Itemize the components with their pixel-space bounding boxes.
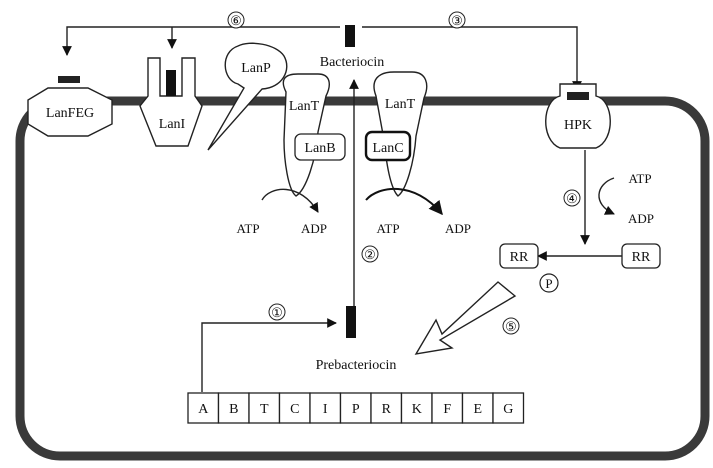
step-5-label: ⑤ — [505, 319, 517, 334]
step-6-label: ⑥ — [230, 13, 242, 28]
gene-label: B — [229, 402, 238, 417]
gene-label: K — [412, 402, 422, 417]
atp-right-label: ATP — [376, 221, 399, 236]
rr-left-label: RR — [510, 250, 529, 265]
prebacteriocin-peptide-icon — [346, 306, 356, 338]
hpk-label: HPK — [564, 118, 592, 133]
adp-left-label: ADP — [301, 221, 327, 236]
step-3-label: ③ — [451, 13, 463, 28]
adp-right-label: ADP — [445, 221, 471, 236]
step-1-label: ① — [271, 305, 283, 320]
adp-hpk-label: ADP — [628, 211, 654, 226]
atp-adp-arrow-left — [262, 189, 318, 212]
prebacteriocin-label: Prebacteriocin — [316, 358, 397, 373]
atp-hpk-label: ATP — [628, 171, 651, 186]
gene-label: C — [290, 402, 299, 417]
atp-left-label: ATP — [236, 221, 259, 236]
bacteriocin-peptide-icon — [345, 25, 355, 47]
lant-right-label: LanT — [385, 97, 416, 112]
gene-label: I — [323, 402, 328, 417]
gene-label: T — [260, 402, 269, 417]
lanfeg-bound-peptide-icon — [58, 76, 80, 83]
gene-label: R — [382, 402, 392, 417]
lanc-label: LanC — [372, 141, 403, 156]
gene-label: A — [198, 402, 209, 417]
lanb-label: LanB — [304, 141, 335, 156]
lanp-label: LanP — [241, 61, 271, 76]
step-2-label: ② — [364, 247, 376, 262]
phosphate-label: P — [545, 276, 552, 291]
hpk-bound-peptide-icon — [567, 92, 589, 100]
lanfeg-label: LanFEG — [46, 106, 94, 121]
bacteriocin-label: Bacteriocin — [320, 55, 385, 70]
atp-adp-arrow-hpk — [599, 178, 614, 214]
step-4-label: ④ — [566, 191, 578, 206]
atp-adp-arrow-right — [366, 189, 442, 214]
gene-label: G — [503, 402, 513, 417]
lani-bound-peptide-icon — [166, 70, 176, 96]
gene-label: P — [352, 402, 360, 417]
gene-label: E — [473, 402, 482, 417]
lani-label: LanI — [159, 117, 186, 132]
gene-activation-arrow — [416, 282, 515, 354]
gene-label: F — [443, 402, 451, 417]
rr-right-label: RR — [632, 250, 651, 265]
lant-left-label: LanT — [289, 99, 320, 114]
